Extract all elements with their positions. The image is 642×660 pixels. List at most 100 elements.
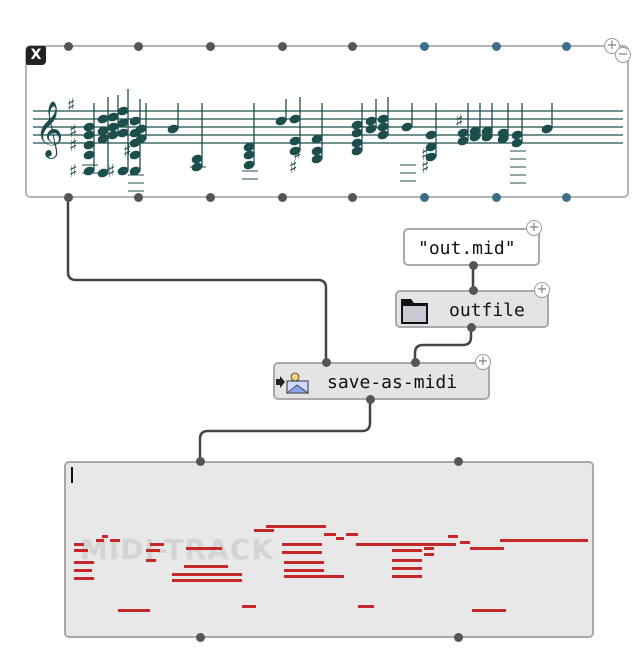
note-head <box>511 138 523 148</box>
sharp-icon: ♯ <box>455 111 464 132</box>
note-head <box>117 128 129 138</box>
note-head <box>377 130 389 140</box>
note-head <box>83 122 95 132</box>
sharp-icon: ♯ <box>123 141 132 162</box>
midi-note-bar <box>186 547 222 550</box>
save-outlet[interactable] <box>366 395 375 404</box>
note-head <box>401 122 413 132</box>
midi-note-bar <box>424 547 434 550</box>
midi-note-bar <box>118 609 150 612</box>
outfile-box[interactable]: outfile + <box>395 282 550 328</box>
note-head <box>275 116 287 126</box>
midi-note-bar <box>424 553 434 556</box>
note-head <box>117 106 129 116</box>
close-button[interactable]: X <box>26 46 46 65</box>
midi-note-bar <box>74 549 88 552</box>
note-head <box>117 166 129 176</box>
treble-clef-icon: 𝄞 <box>35 101 63 159</box>
midi-note-bar <box>470 547 504 550</box>
score-inlet[interactable] <box>562 42 571 51</box>
midi-note-bar <box>184 565 228 568</box>
midi-note-bar <box>358 605 374 608</box>
midi-note-bar <box>392 567 422 570</box>
midi-note-bar <box>282 551 322 554</box>
score-inlet[interactable] <box>420 42 429 51</box>
outfile-outlet[interactable] <box>467 323 476 332</box>
string-add-input-icon[interactable]: + <box>526 220 542 236</box>
midi-note-bar <box>254 529 274 532</box>
midi-note-bar <box>500 539 588 542</box>
note-head <box>107 130 119 140</box>
save-add-input-icon[interactable]: + <box>475 354 491 370</box>
midi-note-bar <box>472 609 506 612</box>
sharp-icon: ♯ <box>69 121 78 142</box>
save-as-midi-box[interactable]: save-as-midi + <box>273 354 491 400</box>
note-head <box>167 124 179 134</box>
midi-note-bars <box>74 525 588 612</box>
midi-inlet[interactable] <box>454 457 463 466</box>
outfile-label: outfile <box>449 300 525 321</box>
note-head <box>511 130 523 140</box>
midi-note-bar <box>392 549 422 552</box>
midi-track-box[interactable]: MIDI-TRACK <box>64 461 594 638</box>
score-inlet[interactable] <box>348 42 357 51</box>
close-icon: X <box>30 47 42 63</box>
save-inlet[interactable] <box>411 358 420 367</box>
midi-note-bar <box>460 541 470 544</box>
sharp-icon: ♯ <box>69 161 78 182</box>
wire-outfile-to-save[interactable] <box>413 327 473 362</box>
wire-score-to-save[interactable] <box>66 197 328 362</box>
midi-note-bar <box>102 535 108 538</box>
save-as-midi-label: save-as-midi <box>327 372 458 393</box>
midi-note-bar <box>150 543 164 546</box>
score-outlet[interactable] <box>134 193 143 202</box>
score-box[interactable]: 𝄞 ♯♯♯♯♯♯♯♯♯♯♯ X + − <box>25 38 631 198</box>
midi-outlet[interactable] <box>196 633 205 642</box>
midi-note-bar <box>284 569 324 572</box>
outfile-inlet[interactable] <box>469 286 478 295</box>
note-head <box>107 122 119 132</box>
score-inlet[interactable] <box>278 42 287 51</box>
score-outlet[interactable] <box>64 193 73 202</box>
string-box-out-mid[interactable]: "out.mid" + <box>403 220 542 266</box>
sharp-icon: ♯ <box>69 135 78 156</box>
score-outlet[interactable] <box>420 193 429 202</box>
string-outlet[interactable] <box>469 261 478 270</box>
remove-input-icon[interactable]: − <box>615 47 631 63</box>
midi-note-bar <box>146 549 160 552</box>
midi-note-bar <box>284 575 344 578</box>
save-inlet[interactable] <box>322 358 331 367</box>
note-head <box>83 130 95 140</box>
note-head <box>83 150 95 160</box>
midi-note-bar <box>172 579 242 582</box>
sharp-icon: ♯ <box>67 95 76 116</box>
note-head <box>365 116 377 126</box>
outfile-add-input-icon[interactable]: + <box>534 282 550 298</box>
midi-outlet[interactable] <box>454 633 463 642</box>
sharp-icon: ♯ <box>293 144 302 165</box>
score-inlet[interactable] <box>206 42 215 51</box>
score-accidentals: ♯♯♯♯♯♯♯♯♯♯♯ <box>67 95 464 182</box>
midi-note-bar <box>448 535 458 538</box>
score-outlet[interactable] <box>278 193 287 202</box>
midi-note-bar <box>282 543 322 546</box>
midi-note-bar <box>428 543 450 546</box>
midi-inlet[interactable] <box>196 457 205 466</box>
score-inlet[interactable] <box>64 42 73 51</box>
score-outlet[interactable] <box>206 193 215 202</box>
sharp-icon: ♯ <box>289 157 298 178</box>
note-head <box>377 114 389 124</box>
score-inlet[interactable] <box>492 42 501 51</box>
folder-icon <box>401 299 428 324</box>
score-outlet[interactable] <box>562 193 571 202</box>
note-head <box>129 116 141 126</box>
midi-note-bar <box>266 525 326 528</box>
score-inlet[interactable] <box>134 42 143 51</box>
score-outlet[interactable] <box>492 193 501 202</box>
note-head <box>351 128 363 138</box>
sharp-icon: ♯ <box>421 157 430 178</box>
wire-save-to-midi[interactable] <box>198 399 372 461</box>
score-staff: 𝄞 ♯♯♯♯♯♯♯♯♯♯♯ <box>33 89 623 192</box>
note-head <box>83 166 95 176</box>
score-outlet[interactable] <box>348 193 357 202</box>
